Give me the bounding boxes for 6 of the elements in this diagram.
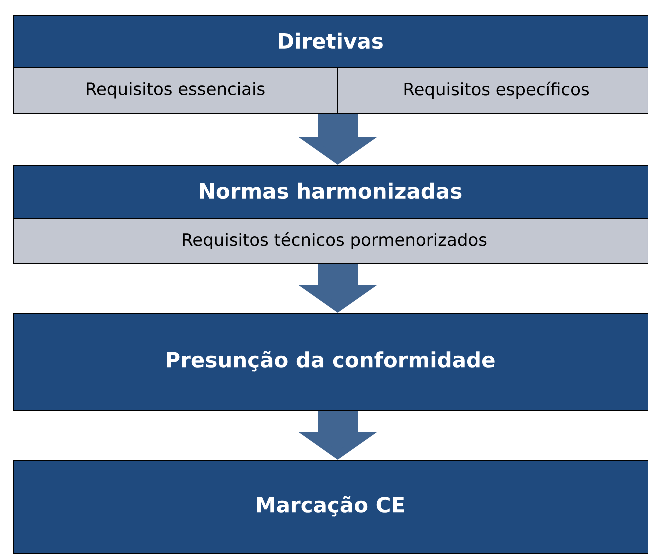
process-box: Marcação CE bbox=[13, 460, 648, 554]
sub-bar: Requisitos essenciais bbox=[13, 67, 338, 114]
sub-bar: Requisitos técnicos pormenorizados bbox=[13, 218, 648, 264]
sub-bar: Requisitos específicos bbox=[337, 67, 648, 114]
node-label: Requisitos específicos bbox=[404, 82, 590, 100]
process-box: Presunção da conformidade bbox=[13, 313, 648, 412]
